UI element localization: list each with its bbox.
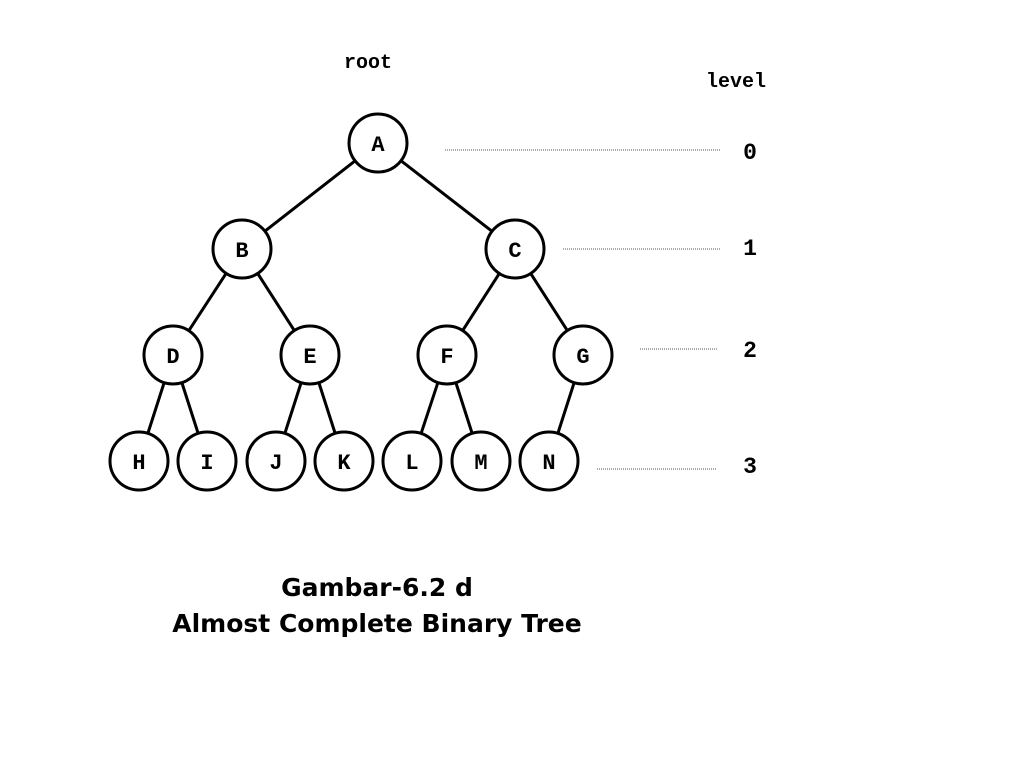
tree-node-l: L	[381, 430, 443, 492]
tree-node-d: D	[142, 324, 204, 386]
node-label: J	[269, 451, 282, 476]
edge-g-n	[556, 382, 576, 434]
level-number-2: 2	[743, 338, 757, 364]
node-circle	[552, 324, 614, 386]
level-number-0: 0	[743, 140, 757, 166]
tree-node-a: A	[347, 112, 409, 174]
tree-node-n: N	[518, 430, 580, 492]
edge-d-i	[180, 382, 200, 434]
tree-node-c: C	[484, 218, 546, 280]
node-label: D	[166, 345, 179, 370]
edge-d-h	[146, 382, 166, 434]
node-label: N	[542, 451, 555, 476]
node-label: H	[132, 451, 145, 476]
node-circle	[450, 430, 512, 492]
node-label: C	[508, 239, 521, 264]
tree-node-f: F	[416, 324, 478, 386]
caption-subtitle: Almost Complete Binary Tree	[172, 609, 581, 638]
node-label: A	[371, 133, 385, 158]
tree-node-k: K	[313, 430, 375, 492]
tree-node-h: H	[108, 430, 170, 492]
tree-node-m: M	[450, 430, 512, 492]
tree-node-g: G	[552, 324, 614, 386]
node-label: M	[474, 451, 487, 476]
edge-b-e	[256, 272, 296, 332]
node-label: G	[576, 345, 589, 370]
edge-c-f	[461, 272, 501, 332]
tree-node-e: E	[279, 324, 341, 386]
edge-a-b	[263, 159, 357, 233]
level-number-3: 3	[743, 454, 757, 480]
tree-nodes: A B C D E F G H I J K L M N	[108, 112, 614, 492]
tree-edges	[146, 159, 576, 434]
tree-node-b: B	[211, 218, 273, 280]
node-circle	[416, 324, 478, 386]
node-circle	[279, 324, 341, 386]
edge-a-c	[400, 159, 493, 233]
level-guide-lines	[445, 149, 720, 470]
node-label: K	[337, 451, 351, 476]
level-header-label: level	[706, 71, 766, 94]
node-label: E	[303, 345, 316, 370]
level-numbers: 0 1 2 3	[743, 140, 757, 480]
node-circle	[142, 324, 204, 386]
node-circle	[484, 218, 546, 280]
node-circle	[108, 430, 170, 492]
edge-b-d	[187, 272, 228, 332]
node-circle	[518, 430, 580, 492]
tree-node-i: I	[176, 430, 238, 492]
node-circle	[176, 430, 238, 492]
node-circle	[381, 430, 443, 492]
caption-title: Gambar-6.2 d	[281, 573, 473, 602]
edge-f-l	[419, 382, 440, 434]
node-label: F	[440, 345, 453, 370]
edge-e-k	[317, 382, 337, 434]
node-label: B	[235, 239, 248, 264]
edge-e-j	[283, 382, 303, 434]
edge-f-m	[454, 382, 474, 434]
node-circle	[211, 218, 273, 280]
tree-node-j: J	[245, 430, 307, 492]
edge-c-g	[529, 272, 569, 332]
node-label: L	[405, 451, 418, 476]
level-number-1: 1	[743, 236, 757, 262]
node-circle	[347, 112, 409, 174]
root-label: root	[344, 52, 392, 75]
node-label: I	[200, 451, 213, 476]
node-circle	[313, 430, 375, 492]
node-circle	[245, 430, 307, 492]
